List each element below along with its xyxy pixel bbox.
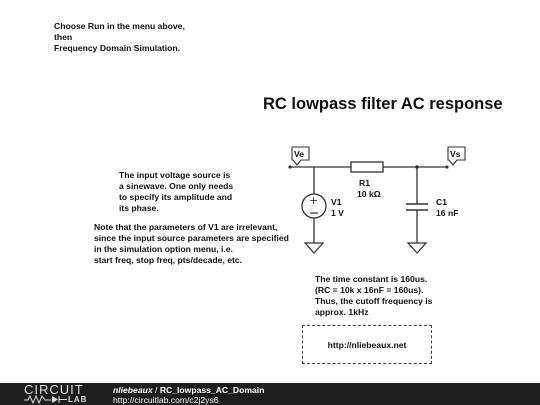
parameters-note: Note that the parameters of V1 are irrel… xyxy=(94,222,289,265)
footer-separator: / xyxy=(152,385,160,395)
node-ve-label: Ve xyxy=(294,149,304,159)
resistor-value: 10 kΩ xyxy=(357,189,381,199)
source-value: 1 V xyxy=(331,208,344,218)
capacitor-value: 16 nF xyxy=(436,208,458,218)
footer-author[interactable]: nliebeaux xyxy=(113,385,153,395)
source-name: V1 xyxy=(331,197,342,207)
ground-right-icon xyxy=(406,242,428,254)
footer-circuit-name[interactable]: RC_lowpass_AC_Domain xyxy=(159,385,265,395)
ground-left-icon xyxy=(303,242,325,254)
plus-sign-icon: + xyxy=(309,194,318,207)
author-link[interactable]: http://nliebeaux.net xyxy=(327,340,407,350)
circuitlab-logo-text: CIRCUIT xyxy=(24,382,84,397)
footer-author-line: nliebeaux / RC_lowpass_AC_Domain xyxy=(113,385,264,395)
node-ve-flag[interactable]: Ve xyxy=(291,146,310,166)
junction-vs xyxy=(445,165,449,169)
circuitlab-logo-wave-icon xyxy=(24,395,67,404)
instructions-text: Choose Run in the menu above, then Frequ… xyxy=(54,21,185,53)
node-vs-flag[interactable]: Vs xyxy=(447,146,466,166)
resistor-name: R1 xyxy=(359,178,370,188)
link-box: http://nliebeaux.net xyxy=(302,325,432,364)
resistor-r1[interactable] xyxy=(350,161,384,173)
footer-url[interactable]: http://circuitlab.com/c2j2ys6 xyxy=(113,395,219,405)
input-source-description: The input voltage source is a sinewave. … xyxy=(119,170,234,213)
rc-schematic: Ve Vs + V1 1 V C1 16 nF R1 10 kΩ xyxy=(288,146,466,254)
capacitor-name: C1 xyxy=(436,197,447,207)
diagram-title: RC lowpass filter AC response xyxy=(263,95,503,113)
footer-bar: CIRCUIT LAB nliebeaux / RC_lowpass_AC_Do… xyxy=(0,383,540,405)
circuitlab-logo-sub: LAB xyxy=(68,395,88,404)
node-vs-label: Vs xyxy=(450,149,461,159)
time-constant-note: The time constant is 160us. (RC = 10k x … xyxy=(315,274,433,317)
junction-ve xyxy=(288,165,292,169)
